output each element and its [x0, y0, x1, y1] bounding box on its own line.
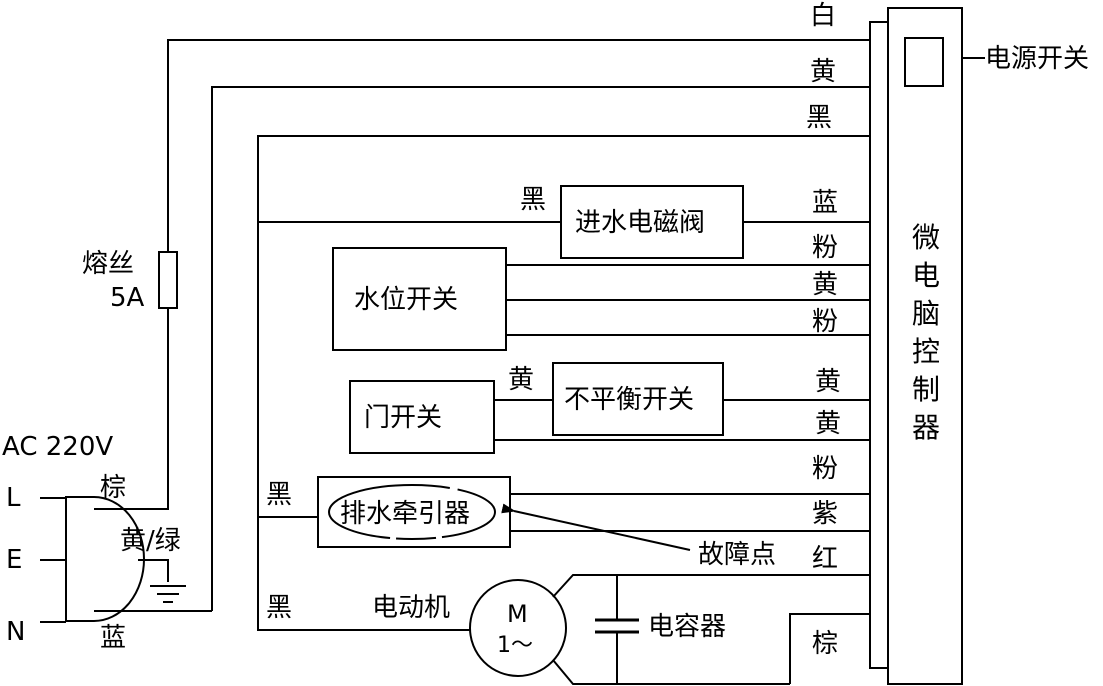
power-plug — [65, 496, 145, 622]
controller-bus-strip — [869, 21, 889, 669]
terminal-n-label: N — [6, 617, 25, 647]
imbalance-switch-label: 不平衡开关 — [564, 385, 694, 415]
ground-symbol — [150, 585, 186, 603]
wire-color-label: 蓝 — [812, 188, 838, 218]
blue-wire-label: 蓝 — [100, 623, 126, 653]
wire-color-label: 黑 — [806, 103, 832, 133]
fault-point-label: 故障点 — [698, 540, 776, 570]
terminal-e-label: E — [6, 545, 22, 575]
yellow-wire — [211, 86, 870, 611]
inlet-valve-black-label: 黑 — [520, 185, 546, 215]
wire-color-label: 粉 — [812, 233, 838, 263]
fuse-label-line2: 5A — [110, 283, 145, 313]
motor-brown-wire — [789, 613, 870, 684]
door-switch-box — [349, 380, 495, 454]
motor-symbol-phase: 1～ — [497, 633, 533, 658]
motor-lower-wire — [552, 659, 790, 685]
motor-black-label: 黑 — [266, 593, 292, 623]
wire-color-label: 黄 — [810, 57, 836, 87]
brown-wire-label: 棕 — [100, 473, 126, 503]
wire-color-label: 粉 — [812, 307, 838, 337]
wire-color-label: 黄 — [812, 270, 838, 300]
door-to-imbalance-yellow-label: 黄 — [508, 365, 534, 395]
controller-label-char: 电 — [912, 259, 940, 292]
power-switch-box — [904, 37, 944, 87]
wire-color-label: 黄 — [815, 409, 841, 439]
motor-symbol — [469, 579, 567, 677]
drain-tractor-fault-ellipse — [328, 484, 496, 540]
controller-label-char: 器 — [912, 411, 940, 444]
controller-label-char: 控 — [912, 335, 940, 368]
ac-power-label: AC 220V — [2, 432, 113, 462]
door-switch-label: 门开关 — [364, 403, 442, 433]
controller-label-char: 制 — [912, 373, 940, 406]
wire-color-label: 黄 — [815, 367, 841, 397]
earth-wire-label: 黄/绿 — [120, 526, 181, 556]
wire-color-label: 粉 — [812, 454, 838, 484]
fuse-label-line1: 熔丝 — [82, 249, 134, 279]
water-level-switch-label: 水位开关 — [354, 285, 458, 315]
microcomputer-controller — [887, 7, 963, 685]
motor-label: 电动机 — [372, 593, 450, 623]
wire-color-label: 棕 — [812, 629, 838, 659]
terminal-l-label: L — [6, 483, 21, 513]
earth-wire — [138, 559, 169, 582]
black-common-wire — [257, 135, 870, 631]
brown-live-wire — [94, 308, 169, 510]
drain-black-label: 黑 — [266, 480, 292, 510]
fuse-element — [158, 251, 178, 309]
water-level-switch-box — [332, 247, 507, 351]
motor-red-wire — [552, 574, 870, 598]
white-wire — [167, 39, 870, 252]
wire-color-label: 红 — [812, 544, 838, 574]
fault-arrow — [501, 503, 691, 551]
drain-tractor-label: 排水牵引器 — [340, 499, 470, 529]
wire-color-label: 白 — [810, 1, 836, 31]
drain-tractor-box — [317, 476, 511, 548]
controller-label: 微 电 脑 控 制 器 — [912, 221, 940, 444]
power-switch-label: 电源开关 — [985, 44, 1089, 74]
controller-label-char: 微 — [912, 221, 940, 254]
controller-label-char: 脑 — [912, 297, 940, 330]
wire-color-label: 紫 — [812, 499, 838, 529]
inlet-valve-label: 进水电磁阀 — [575, 208, 705, 238]
motor-symbol-m: M — [507, 600, 528, 628]
capacitor-label: 电容器 — [648, 612, 726, 642]
